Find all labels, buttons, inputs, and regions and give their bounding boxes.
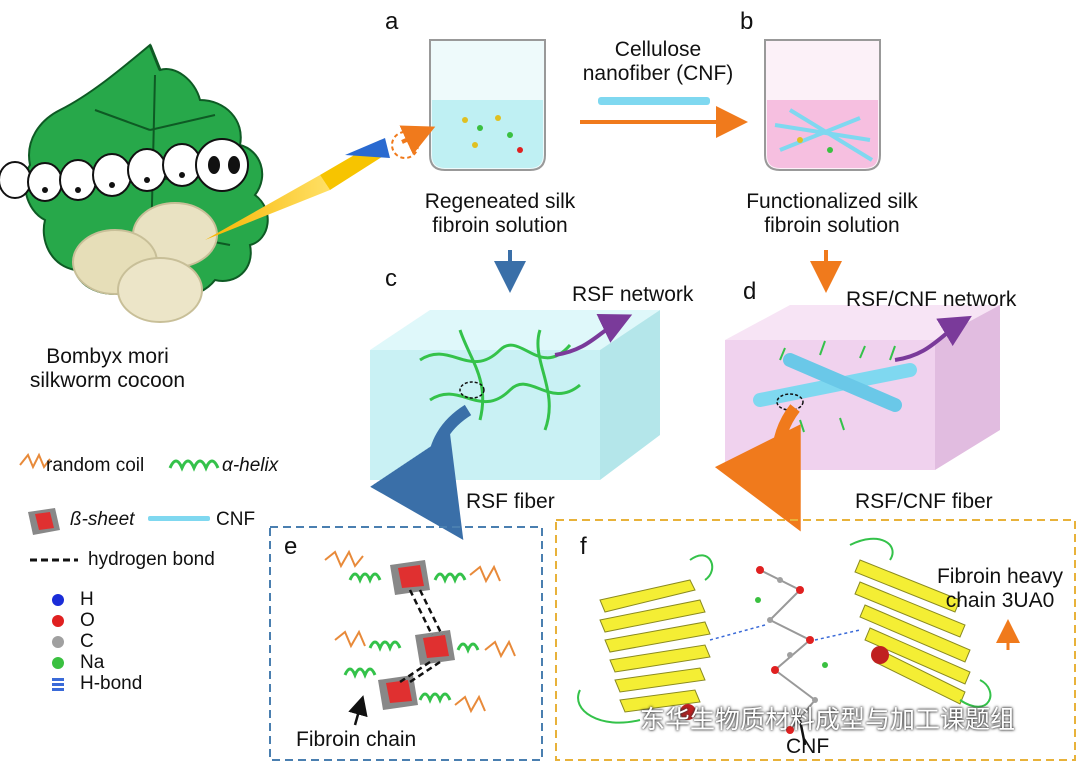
cnf-legend-icon: [148, 516, 210, 521]
regenerated-solution-label: Regeneated silk fibroin solution: [400, 190, 600, 237]
beta-sheet-protein-left: [577, 554, 714, 724]
legend-beta-sheet: ß-sheet: [70, 509, 135, 530]
regen-line2: fibroin solution: [432, 213, 568, 237]
panel-f: [555, 519, 1076, 761]
panel-label-f: f: [580, 533, 587, 560]
random-coil-icon: [19, 452, 51, 470]
arrow-d-to-f: [714, 404, 801, 532]
legend-atom-c: C: [80, 631, 94, 652]
rsf-cnf-network-label: RSF/CNF network: [846, 288, 1017, 311]
arrow-thread-to-beaker: [399, 125, 436, 155]
legend-cnf: CNF: [216, 509, 256, 530]
legend-hydrogen-bond: hydrogen bond: [88, 549, 215, 570]
rsf-cnf-fiber-label: RSF/CNF fiber: [855, 490, 993, 513]
silkworm-illustration: [0, 138, 249, 202]
bombyx-line2: silkworm cocoon: [29, 368, 186, 392]
legend-random-coil: random coil: [46, 455, 145, 476]
legend-atom-na: Na: [80, 652, 105, 673]
cnf-top-label: Cellulose nanofiber (CNF): [578, 38, 738, 85]
regen-line1: Regeneated silk: [424, 190, 576, 213]
beaker-b: [764, 39, 881, 171]
bombyx-mori-label: Bombyx mori silkworm cocoon: [10, 345, 205, 392]
fibroin-heavy-line2: chain 3UA0: [945, 588, 1055, 612]
cnf-top-line1: Cellulose: [614, 38, 702, 61]
fibroin-heavy-chain-label: Fibroin heavy chain 3UA0: [920, 565, 1080, 612]
atom-h-icon: [52, 594, 64, 606]
fibroin-chain-label: Fibroin chain: [296, 728, 417, 751]
fibroin-heavy-line1: Fibroin heavy: [936, 565, 1064, 588]
atom-na-icon: [52, 657, 64, 669]
beta-sheet-protein-right: [849, 537, 992, 708]
legend-shapes: [19, 452, 220, 691]
alpha-helix-icon: [168, 459, 220, 472]
panel-label-e: e: [284, 533, 298, 560]
legend-h-bond: H-bond: [80, 673, 143, 694]
func-line2: fibroin solution: [764, 213, 900, 237]
panel-label-a: a: [385, 8, 399, 35]
beta-sheet-icon: [28, 508, 60, 535]
h-bond-icon: [52, 678, 64, 691]
panel-label-b: b: [740, 8, 754, 35]
bombyx-line1: Bombyx mori: [46, 345, 169, 368]
legend-atom-o: O: [80, 610, 95, 631]
legend-alpha-helix: α-helix: [222, 455, 279, 476]
watermark-text: 东华生物质材料成型与加工课题组: [640, 706, 1016, 734]
arrow-c-to-e: [370, 404, 472, 540]
func-line1: Functionalized silk: [746, 190, 918, 213]
cnf-molecule: [709, 566, 861, 746]
rsf-cnf-network-box: [725, 305, 1000, 470]
panel-e: [269, 526, 543, 761]
cnf-rod-top: [598, 97, 710, 105]
cocoons-illustration: [72, 202, 218, 323]
panel-label-c: c: [385, 265, 397, 292]
panel-label-d: d: [743, 278, 757, 305]
cnf-bottom-label: CNF: [786, 735, 830, 758]
atom-o-icon: [52, 615, 64, 627]
rsf-fiber-label: RSF fiber: [466, 490, 555, 513]
functionalized-solution-label: Functionalized silk fibroin solution: [722, 190, 942, 237]
atom-c-icon: [52, 636, 64, 648]
rsf-network-box: [370, 310, 660, 480]
rsf-network-label: RSF network: [572, 283, 694, 306]
cnf-top-line2: nanofiber (CNF): [582, 61, 734, 85]
beaker-a: [429, 39, 546, 171]
legend-atom-h: H: [80, 589, 94, 610]
